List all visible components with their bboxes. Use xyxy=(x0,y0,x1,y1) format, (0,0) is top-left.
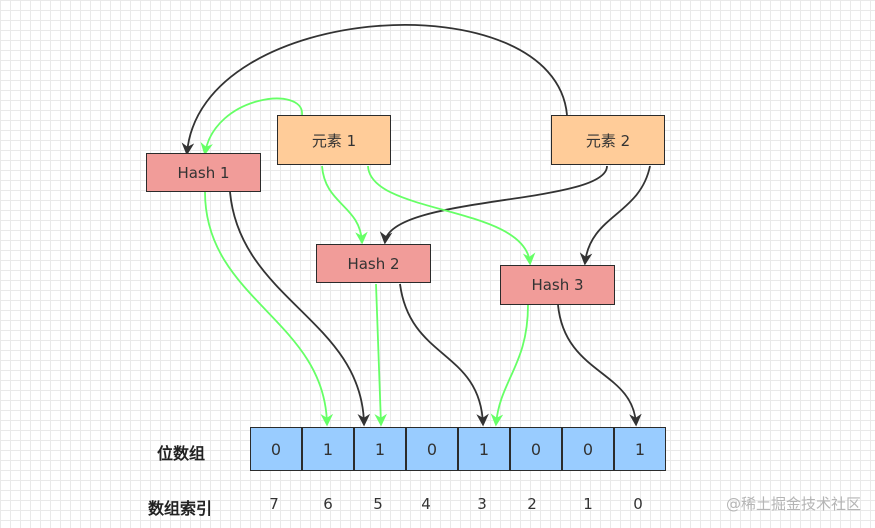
bit-cell: 0 xyxy=(250,427,302,471)
index-label: 6 xyxy=(323,495,333,513)
bit-cell: 1 xyxy=(614,427,666,471)
index-label: 2 xyxy=(527,495,537,513)
bit-array-label: 位数组 xyxy=(157,444,206,463)
arrow-hash1-green-to-bit6 xyxy=(204,191,334,427)
arrow-element2-to-hash3 xyxy=(579,165,651,266)
bit-cell: 0 xyxy=(562,427,614,471)
arrow-element2-to-hash2 xyxy=(379,165,608,245)
hash-1-box: Hash 1 xyxy=(146,153,261,192)
index-label: 5 xyxy=(373,495,383,513)
element-2-box: 元素 2 xyxy=(551,115,665,165)
bit-cell: 0 xyxy=(510,427,562,471)
arrow-hash2-dark-to-bit3 xyxy=(399,283,489,427)
arrow-hash3-green-to-bit3 xyxy=(490,304,529,427)
watermark: @稀土掘金技术社区 xyxy=(725,495,861,513)
arrow-element2-to-hash1 xyxy=(181,24,568,156)
bit-cell: 0 xyxy=(406,427,458,471)
arrow-element1-to-hash3 xyxy=(367,165,536,266)
bit-cell: 1 xyxy=(354,427,406,471)
index-label: 1 xyxy=(583,495,593,513)
arrow-hash2-green-to-bit5 xyxy=(374,283,388,427)
arrow-element1-to-hash1 xyxy=(200,97,303,156)
index-label: 3 xyxy=(477,495,487,513)
index-label: 0 xyxy=(633,495,643,513)
hash-2-box: Hash 2 xyxy=(316,244,431,283)
arrow-hash3-dark-to-bit0 xyxy=(557,304,642,427)
element-1-box: 元素 1 xyxy=(277,115,391,165)
bit-cell: 1 xyxy=(458,427,510,471)
index-label: 7 xyxy=(269,495,279,513)
bit-cell: 1 xyxy=(302,427,354,471)
arrow-hash1-dark-to-bit5 xyxy=(229,191,371,427)
index-label: 4 xyxy=(421,495,431,513)
arrow-element1-to-hash2 xyxy=(321,165,368,245)
index-row-label: 数组索引 xyxy=(148,499,213,518)
hash-3-box: Hash 3 xyxy=(500,265,615,305)
